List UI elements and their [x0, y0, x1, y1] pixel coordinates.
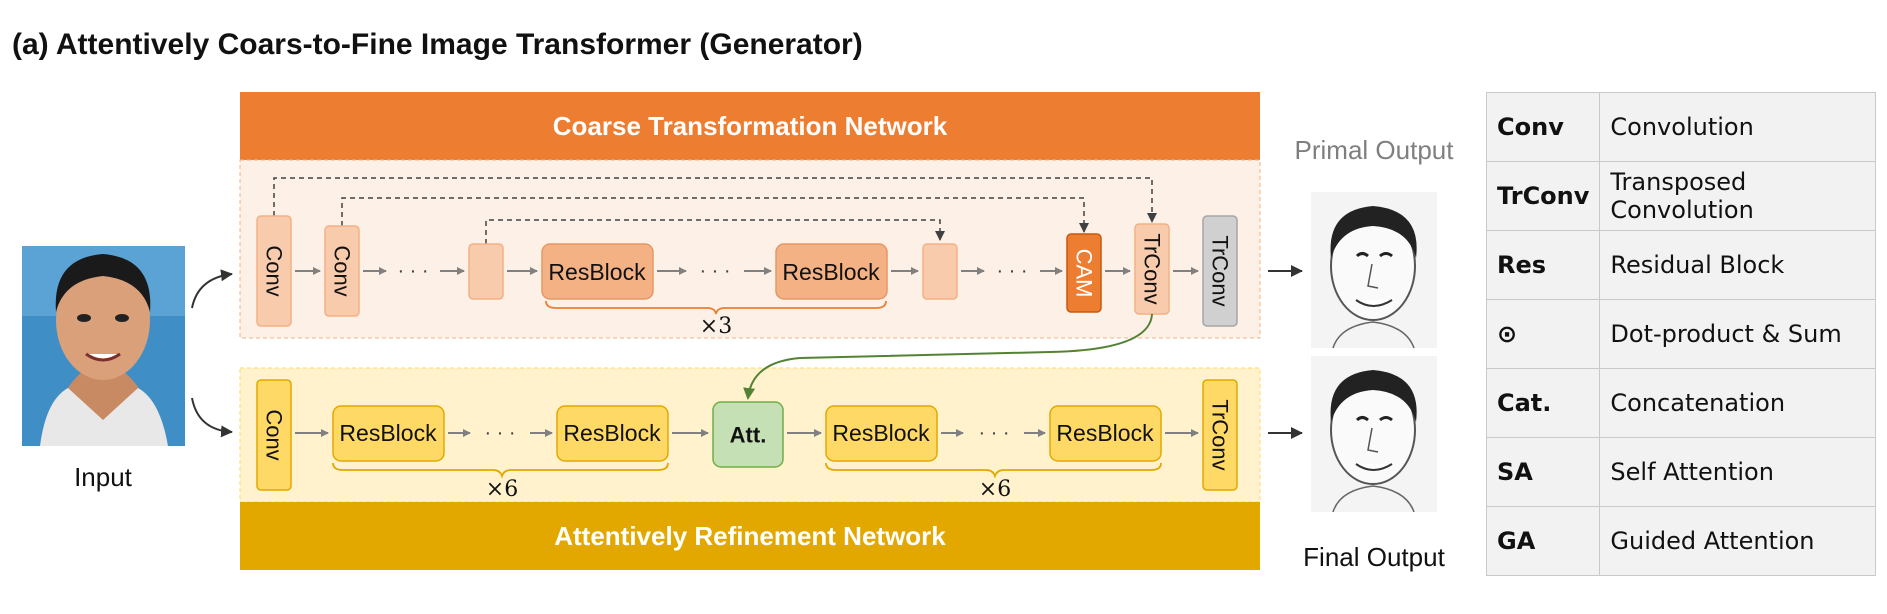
final-output-sketch [1311, 356, 1437, 513]
coarse-network-panel [239, 159, 1261, 339]
coarse-conv-block-1: Conv [256, 215, 292, 327]
coarse-repeat-brace [545, 300, 887, 315]
cam-block: CAM [1066, 233, 1102, 313]
svg-text:Conv: Conv [330, 245, 355, 296]
coarse-resblock-2: ResBlock [775, 243, 888, 300]
svg-text:TrConv: TrConv [1208, 399, 1233, 470]
legend-abbreviation: Res [1485, 230, 1601, 300]
attention-block: Att. [712, 401, 784, 468]
svg-text:ResBlock: ResBlock [339, 420, 437, 446]
svg-text:CAM: CAM [1072, 249, 1097, 298]
legend-abbreviation: ⊙ [1485, 299, 1601, 369]
input-arrow-top [191, 269, 233, 309]
refine-trconv-block: TrConv [1202, 379, 1238, 491]
coarse-trconv-block-2: TrConv [1202, 215, 1238, 327]
legend-description: Transposed Convolution [1599, 161, 1876, 231]
svg-text:Conv: Conv [262, 245, 287, 296]
primal-output-label: Primal Output [1295, 135, 1455, 165]
svg-text:ResBlock: ResBlock [1056, 420, 1154, 446]
refine-repeat-brace-left [332, 462, 669, 479]
legend-description: Residual Block [1599, 230, 1876, 300]
refine-ellipsis-2: · · · [978, 422, 1009, 444]
input-label: Input [74, 462, 133, 492]
refine-conv-block: Conv [256, 379, 292, 491]
refine-resblock-3: ResBlock [825, 405, 938, 462]
svg-text:TrConv: TrConv [1140, 233, 1165, 304]
legend-row: ⊙Dot-product & Sum [1485, 299, 1876, 369]
guidance-arrow [743, 313, 1153, 400]
input-face-photo [22, 246, 185, 446]
input-arrow-bottom [191, 397, 233, 438]
coarse-ellipsis-2: · · · [699, 260, 730, 282]
legend-abbreviation: Cat. [1485, 368, 1601, 438]
svg-text:Att.: Att. [730, 423, 767, 448]
refinement-network-title: Attentively Refinement Network [554, 521, 946, 551]
legend-description: Concatenation [1599, 368, 1876, 438]
coarse-resblock-1: ResBlock [541, 243, 654, 300]
coarse-ellipsis-3: · · · [996, 260, 1027, 282]
svg-text:ResBlock: ResBlock [563, 420, 661, 446]
refinement-header-bar [240, 502, 1260, 570]
skip-connection-3 [485, 219, 945, 244]
coarse-down-block [468, 243, 504, 300]
svg-text:Conv: Conv [262, 409, 287, 460]
coarse-up-block [922, 243, 958, 300]
refine-resblock-1: ResBlock [332, 405, 445, 462]
skip-connection-1 [273, 177, 1157, 223]
coarse-conv-block-2: Conv [324, 225, 360, 317]
primal-output-sketch [1311, 192, 1437, 349]
svg-text:ResBlock: ResBlock [782, 259, 880, 285]
legend-description: Self Attention [1599, 437, 1876, 507]
legend-abbreviation: SA [1485, 437, 1601, 507]
legend-description: Convolution [1599, 92, 1876, 162]
coarse-header-bar [240, 92, 1260, 160]
legend-abbreviation: Conv [1485, 92, 1601, 162]
coarse-repeat-label: ×3 [700, 314, 732, 339]
refine-ellipsis-1: · · · [484, 422, 515, 444]
legend-row: Cat.Concatenation [1485, 368, 1876, 438]
skip-connection-2 [341, 197, 1089, 233]
final-output-label: Final Output [1303, 542, 1445, 572]
coarse-network-title: Coarse Transformation Network [553, 111, 948, 141]
legend-abbreviation: GA [1485, 506, 1601, 576]
legend-description: Guided Attention [1599, 506, 1876, 576]
legend-description: Dot-product & Sum [1599, 299, 1876, 369]
legend-abbreviation: TrConv [1485, 161, 1601, 231]
refine-repeat-label-left: ×6 [486, 477, 518, 502]
refine-resblock-4: ResBlock [1049, 405, 1162, 462]
coarse-trconv-block-1: TrConv [1134, 223, 1170, 315]
refine-repeat-brace-right [825, 462, 1162, 479]
svg-text:TrConv: TrConv [1208, 235, 1233, 306]
refine-repeat-label-right: ×6 [979, 477, 1011, 502]
figure-title: (a) Attentively Coars-to-Fine Image Tran… [12, 28, 863, 61]
svg-text:ResBlock: ResBlock [548, 259, 646, 285]
svg-text:ResBlock: ResBlock [832, 420, 930, 446]
coarse-ellipsis-1: · · · [397, 260, 428, 282]
refine-resblock-2: ResBlock [556, 405, 669, 462]
